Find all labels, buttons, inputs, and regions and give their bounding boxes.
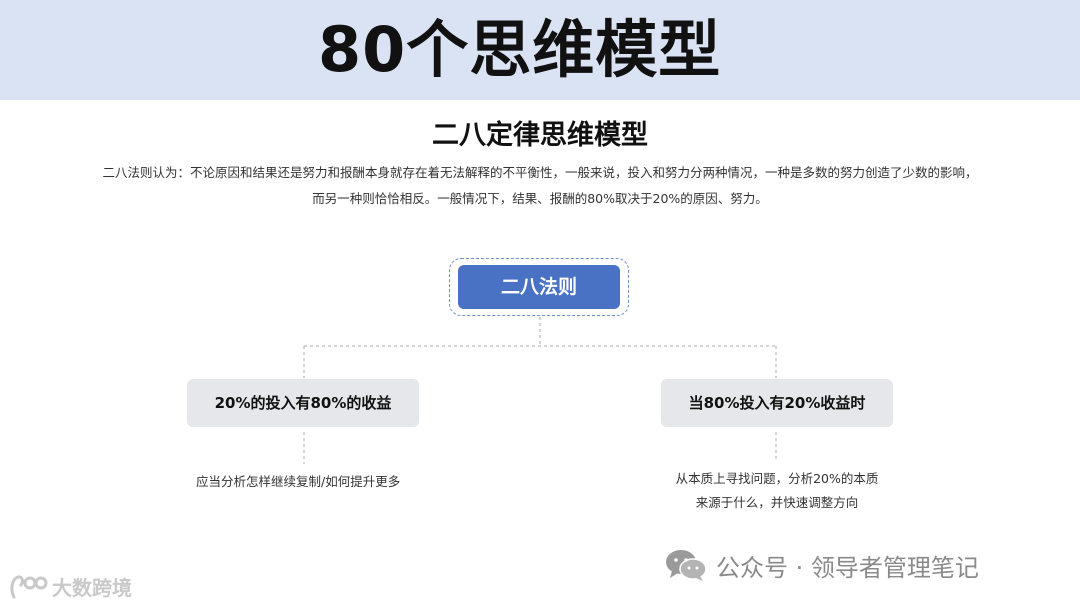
leaf-text-left: 应当分析怎样继续复制/如何提升更多 — [196, 474, 401, 489]
page-title: 80个思维模型 — [318, 13, 722, 86]
branch-node-right: 当80%投入有20%收益时 — [661, 379, 893, 427]
wechat-icon — [666, 550, 707, 581]
description-line-2: 而另一种则恰恰相反。一般情况下，结果、报酬的80%取决于20%的原因、努力。 — [312, 191, 768, 206]
brand-mark: 大数跨境 — [8, 570, 132, 602]
model-description: 二八法则认为：不论原因和结果还是努力和报酬本身就存在着无法解释的不平衡性，一般来… — [40, 160, 1040, 212]
root-node: 二八法则 — [458, 265, 620, 309]
root-node-frame — [449, 258, 629, 316]
model-title: 二八定律思维模型 — [432, 120, 648, 151]
description-line-1: 二八法则认为：不论原因和结果还是努力和报酬本身就存在着无法解释的不平衡性，一般来… — [102, 165, 978, 180]
watermark-text: 公众号 · 领导者管理笔记 — [716, 553, 979, 582]
branch-node-left: 20%的投入有80%的收益 — [187, 379, 419, 427]
header-band — [0, 0, 1080, 100]
leaf-text-right: 从本质上寻找问题，分析20%的本质来源于什么，并快速调整方向 — [675, 471, 879, 510]
brand-logo-icon — [10, 575, 48, 599]
brand-text: 大数跨境 — [52, 575, 132, 600]
watermark: 公众号 · 领导者管理笔记 — [664, 545, 979, 585]
